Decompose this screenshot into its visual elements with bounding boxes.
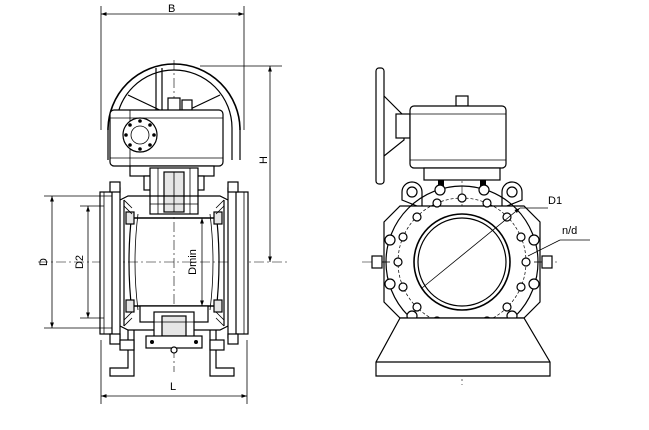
dim-label-d1: D1 (548, 195, 562, 207)
dim-label-dmin: Dmin (187, 249, 199, 275)
lifting-lugs (401, 181, 523, 209)
gearbox (109, 109, 224, 167)
dim-label-b: B (168, 3, 175, 15)
dimension-d: D (38, 195, 112, 329)
support-legs (109, 330, 235, 377)
dimension-b: B (100, 3, 245, 130)
valve-body (99, 181, 249, 345)
bonnet (129, 165, 215, 215)
front-section-view: B H D D2 Dmin (38, 3, 290, 404)
dimension-d2: D2 (74, 205, 104, 319)
dimension-nd: n/d (527, 225, 590, 257)
dim-label-nd: n/d (562, 225, 577, 237)
dimension-l: L (100, 340, 248, 404)
dim-label-l: L (170, 381, 176, 393)
dimension-d1: D1 (421, 195, 562, 289)
side-base (375, 317, 551, 377)
dimension-dmin: Dmin (187, 218, 204, 306)
dim-label-d2: D2 (74, 255, 86, 269)
dim-label-d: D (38, 258, 50, 266)
bottom-trunnion (139, 305, 209, 354)
side-handwheel (375, 67, 411, 185)
dimension-h: H (200, 65, 282, 262)
side-gearbox (409, 95, 507, 186)
side-view: D1 n/d (362, 67, 590, 385)
dim-label-h: H (258, 156, 270, 164)
